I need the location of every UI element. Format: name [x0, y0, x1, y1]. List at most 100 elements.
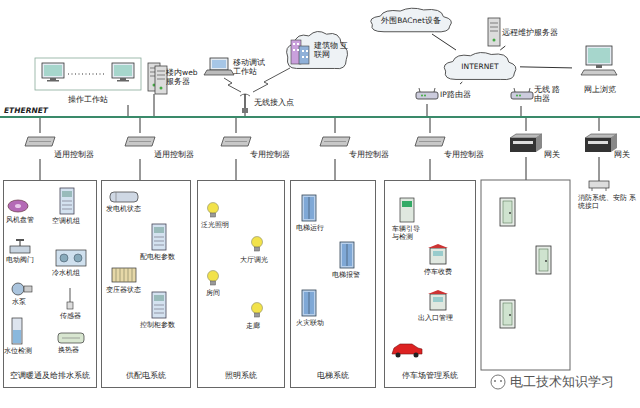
item-label: 大厅调光 [240, 256, 268, 264]
gateway-wires [526, 157, 609, 191]
connector [154, 94, 155, 117]
controller: 通用控制器 [124, 133, 208, 159]
connector [335, 159, 336, 180]
item-label: 传感器 [60, 312, 81, 320]
gateway: 网关 [584, 131, 638, 159]
node-text: 远程维护服务器 [502, 28, 558, 37]
browser-pc-icon [581, 46, 617, 75]
item-label: 控制柜参数 [140, 321, 175, 329]
connector [140, 159, 141, 180]
item-label: 变压器状态 [106, 286, 141, 294]
parking-icons [392, 198, 448, 358]
controller-icons [25, 134, 617, 152]
item-label: 风机盘管 [6, 216, 34, 224]
item-label: 出入口管理 [418, 314, 453, 322]
item-label: 火灾联动 [296, 319, 324, 327]
node-text: IP路由器 [440, 90, 471, 99]
connector [236, 117, 237, 133]
node-text: 空调暖通及给排水系统 [10, 371, 90, 381]
workstation-group: 操作工作站 [35, 58, 141, 105]
item-label: 换热器 [58, 346, 79, 354]
node-text: 供配电系统 [126, 371, 166, 381]
node-text: 建筑物 互联网 [314, 41, 351, 59]
connector [521, 106, 522, 117]
item-label: 走廊 [246, 322, 260, 330]
system-box: 停车场管理系统 [384, 180, 476, 388]
connector [500, 46, 505, 50]
cloud: 外围BACnet设备 [366, 6, 456, 34]
node-text: 通用控制器 [54, 150, 94, 159]
router-icons [416, 88, 533, 99]
system-box: 照明系统 [197, 180, 285, 388]
item-label: 房间 [206, 289, 220, 297]
node-text: 网关 [544, 150, 560, 159]
node-text: 专用控制器 [349, 150, 389, 159]
connector [427, 104, 428, 117]
remote-server-icon [488, 18, 500, 46]
remote-server: 远程维护服务器 [486, 18, 560, 46]
node-text: 无线 路由器 [534, 85, 568, 103]
node-text: 操作工作站 [68, 95, 108, 104]
item-label: 配电柜参数 [140, 253, 175, 261]
elevator-icons [302, 195, 354, 316]
item-label: 电动阀门 [6, 256, 34, 264]
item-label: 泛光照明 [201, 221, 229, 229]
connector [460, 82, 462, 84]
item-label: 水位检测 [4, 347, 32, 355]
laptop: 移动调试 工作站 [205, 56, 269, 78]
connector [40, 159, 41, 180]
cloud: 建筑物 互联网 [283, 28, 351, 72]
node-text: 无线接入点 [254, 98, 294, 107]
connector [432, 34, 456, 50]
node-text: 移动调试 工作站 [233, 58, 269, 76]
access-point: 无线接入点 [238, 92, 300, 113]
item-label: 发电机状态 [106, 205, 141, 213]
node-text: 网关 [614, 150, 630, 159]
web-server: 楼内web 服务器 [146, 60, 202, 94]
node-text: 外围BACnet设备 [381, 16, 441, 25]
node-text: 专用控制器 [444, 150, 484, 159]
connector [236, 159, 237, 180]
workstation-icons [35, 58, 167, 94]
node-text: 停车场管理系统 [402, 371, 458, 381]
connector [430, 117, 431, 133]
connector [335, 117, 336, 133]
node-text: 通用控制器 [154, 150, 194, 159]
wireless-router: 无线 路由器 [510, 82, 568, 106]
laptop-icon [204, 58, 234, 75]
connector [140, 117, 141, 133]
internet-cloud: INTERNET [440, 50, 520, 82]
system-box: 电梯系统 [290, 180, 376, 388]
ip-router: IP路由器 [414, 84, 484, 104]
controller: 专用控制器 [319, 133, 403, 159]
node-text: 专用控制器 [250, 150, 290, 159]
item-label: 冷水机组 [52, 269, 80, 277]
connector [526, 117, 527, 131]
item-label: 电梯报警 [332, 271, 360, 279]
node-text: INTERNET [461, 62, 498, 71]
connector [128, 105, 129, 117]
wechat-icon [491, 375, 505, 389]
node-text: 电梯系统 [317, 371, 349, 381]
item-label: 车辆引导 与检测 [392, 225, 428, 242]
item-label: 停车收费 [424, 268, 452, 276]
connector [599, 117, 600, 131]
node-text: 网上浏览 [584, 85, 616, 94]
connector [520, 67, 572, 68]
node-text: 照明系统 [225, 371, 257, 381]
watermark: 电工技术知识学习 [508, 374, 616, 390]
system-box: 空调暖通及给排水系统 [3, 180, 97, 388]
door-system-box [481, 180, 570, 370]
node-text: 楼内web 服务器 [166, 68, 202, 86]
item-label: 空调机组 [52, 217, 80, 225]
antenna-icon [240, 94, 250, 113]
node-text: ETHERNET [4, 107, 48, 117]
connector [40, 117, 41, 133]
item-label: 水泵 [12, 298, 26, 306]
browser-pc: 网上浏览 [572, 42, 628, 95]
hvac-icons [8, 188, 86, 344]
item-label: 电梯运行 [296, 224, 324, 232]
controller: 专用控制器 [220, 133, 304, 159]
gateway: 网关 [508, 131, 570, 159]
